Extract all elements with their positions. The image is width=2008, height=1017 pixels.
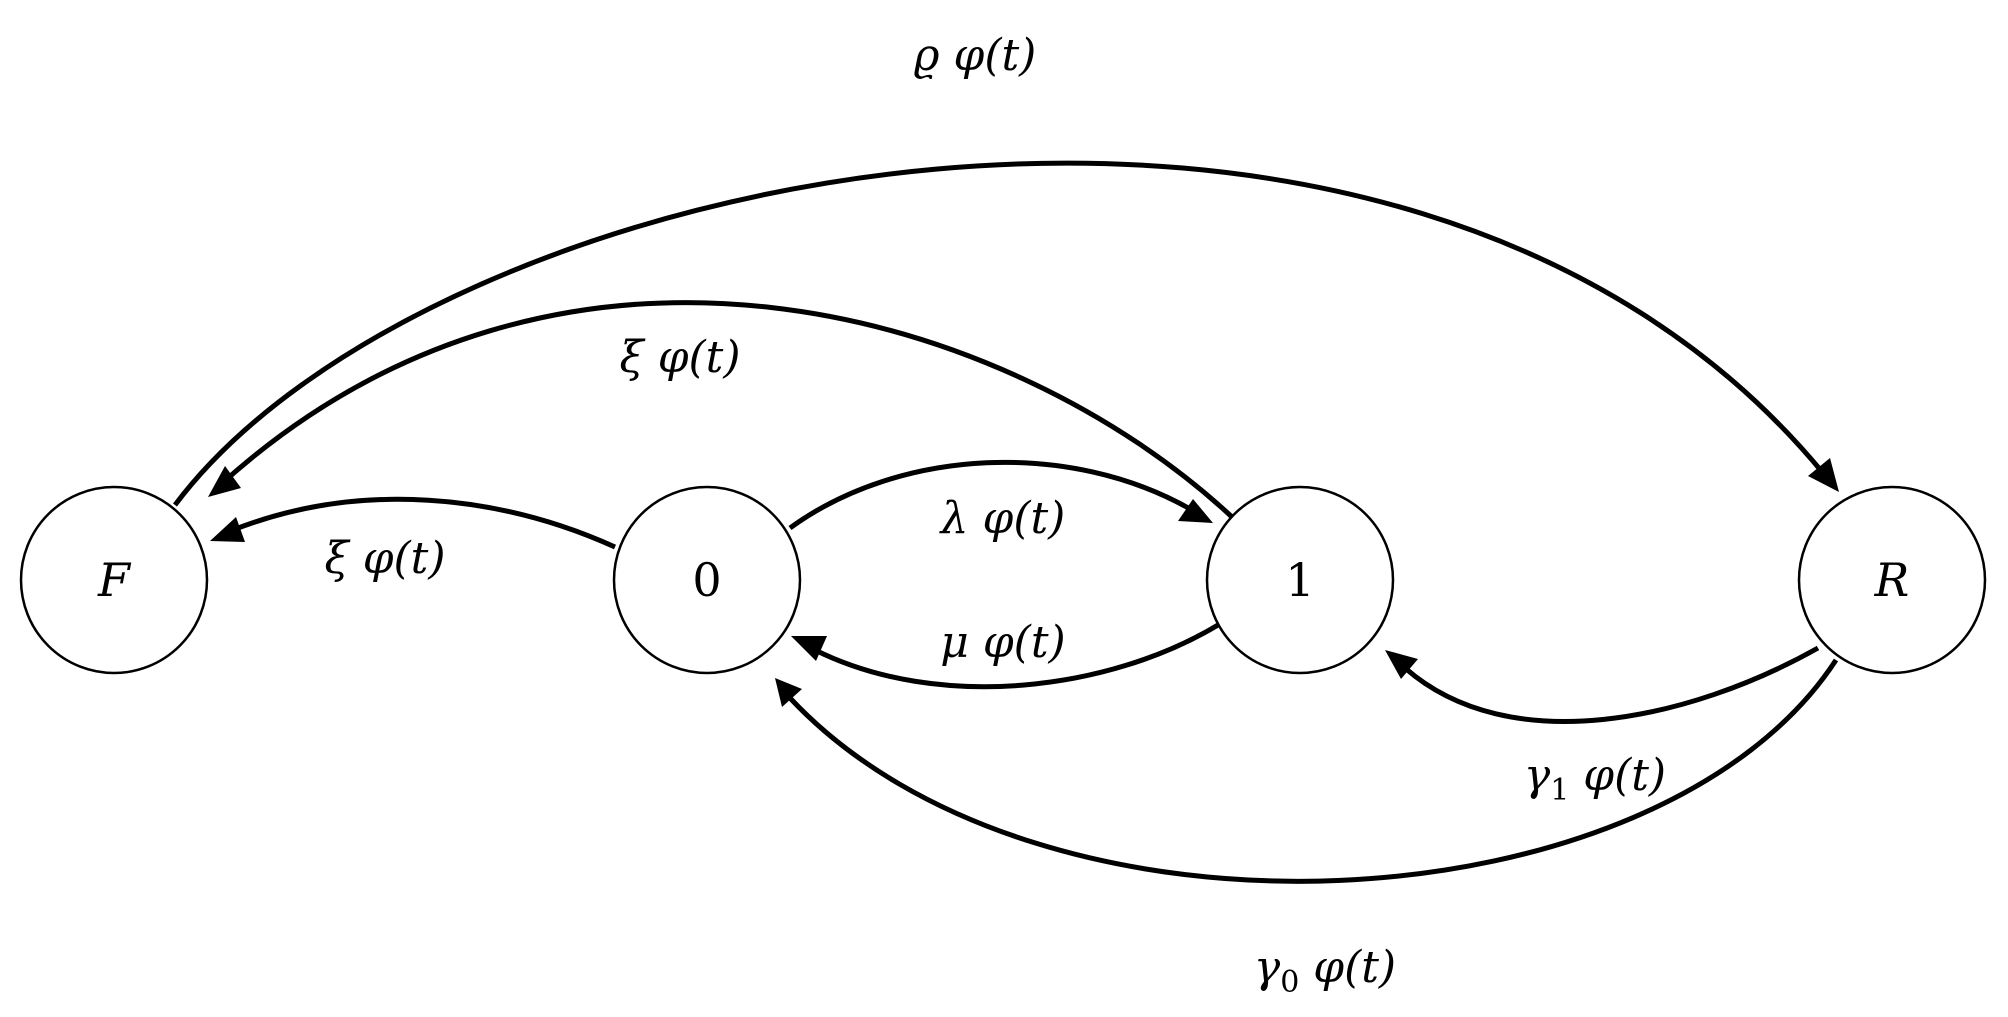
edge-label-lambda: λ φ(t) — [939, 493, 1066, 544]
node-f-circle — [19, 485, 209, 675]
edge-0-to-1 — [788, 459, 1194, 531]
edge-label-xi-bottom: ξ φ(t) — [324, 533, 445, 584]
node-r-label: R — [1874, 553, 1910, 607]
node-0: 0 — [612, 485, 802, 675]
edge-label-rho: ϱ φ(t) — [914, 30, 1037, 81]
node-0-circle — [612, 485, 802, 675]
node-f-label: F — [97, 553, 132, 607]
arrowhead-0-to-1 — [1178, 499, 1213, 523]
node-1-label: 1 — [1285, 553, 1314, 607]
node-0-label: 0 — [692, 553, 721, 607]
node-1-circle — [1205, 485, 1395, 675]
edge-1-to-0 — [813, 622, 1220, 690]
arrowhead-0-to-f — [210, 517, 245, 542]
arrowhead-r-to-0 — [775, 678, 802, 707]
edge-r-to-0 — [788, 658, 1839, 884]
arrowhead-f-to-r — [1808, 458, 1839, 492]
edge-label-gamma0: γ0 φ(t) — [1254, 942, 1396, 1000]
edge-1-to-f — [216, 300, 1234, 519]
node-r: R — [1797, 485, 1987, 675]
edge-r-to-1 — [1403, 645, 1820, 724]
edges — [173, 160, 1839, 884]
node-1: 1 — [1205, 485, 1395, 675]
edge-label-gamma1: γ1 φ(t) — [1524, 750, 1666, 808]
arrowhead-1-to-f — [208, 466, 241, 497]
edge-0-to-f — [232, 496, 617, 550]
edge-f-to-r — [173, 160, 1825, 507]
node-r-circle — [1797, 485, 1987, 675]
arrowhead-1-to-0 — [791, 636, 827, 661]
node-f: F — [19, 485, 209, 675]
arrowhead-r-to-1 — [1385, 650, 1418, 679]
edge-label-mu: μ φ(t) — [940, 617, 1065, 668]
edge-label-xi-top: ξ φ(t) — [619, 332, 740, 383]
